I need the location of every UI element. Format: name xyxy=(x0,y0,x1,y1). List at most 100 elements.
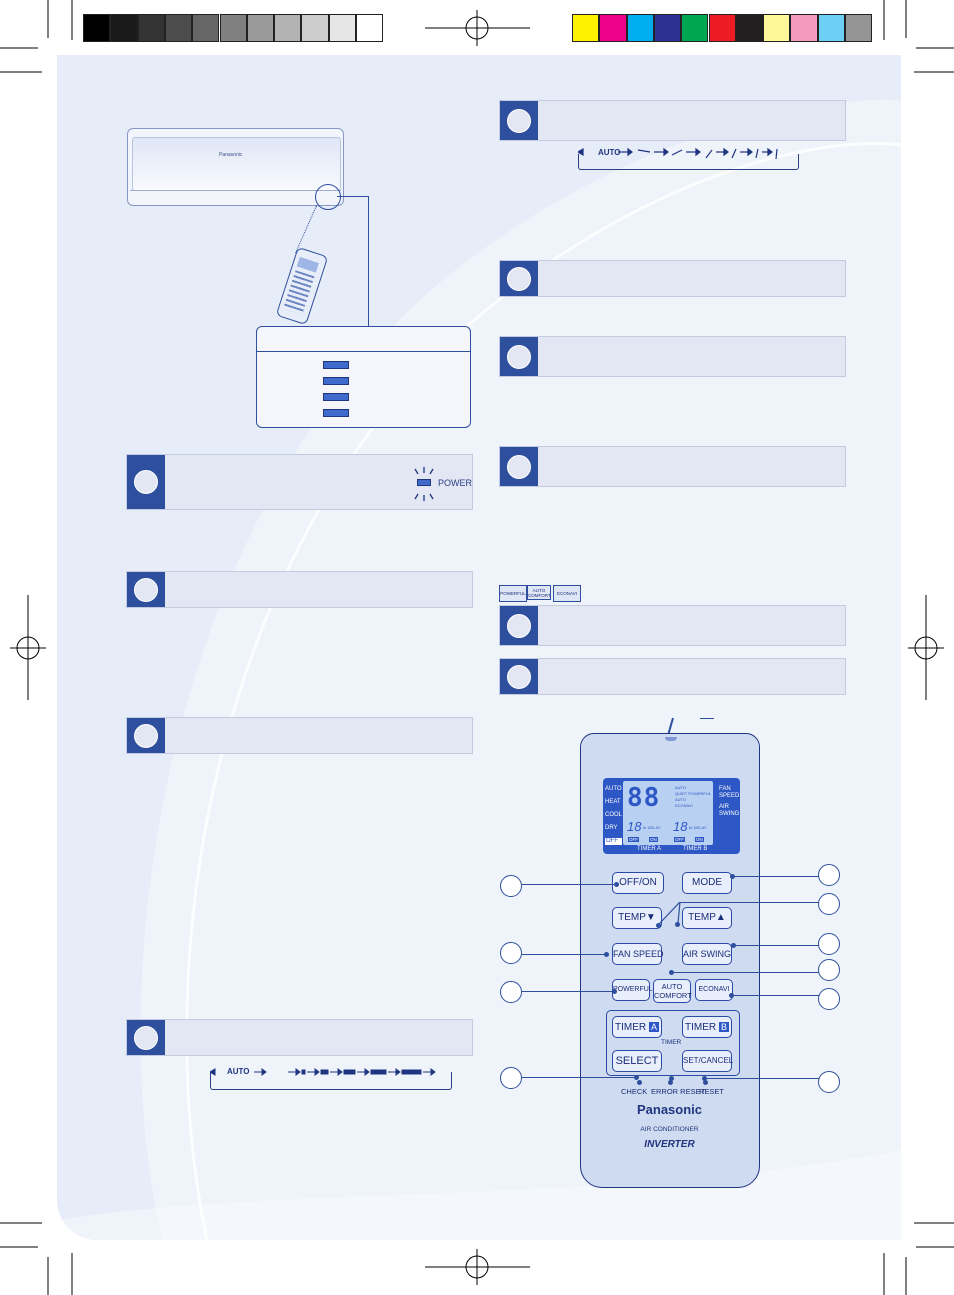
check-label: CHECK xyxy=(621,1087,648,1096)
timer-b-badge: B xyxy=(718,1022,729,1032)
callout-leader xyxy=(680,902,819,904)
lcd-screen: 88 AUTO QUIET POWERFUL AUTO ECONAVI 18 1… xyxy=(623,781,713,845)
lcd-fan-speed-label: FAN SPEED xyxy=(719,786,740,799)
remote-brand-logo: Panasonic xyxy=(636,1102,703,1117)
callout-dot xyxy=(702,1076,707,1081)
color-swatch xyxy=(653,14,682,42)
indoor-unit: Panasonic xyxy=(127,128,344,210)
lcd-air-swing-label: AIR SWING xyxy=(719,804,740,817)
section-header-2 xyxy=(126,571,473,608)
callout-dot xyxy=(656,923,661,928)
lcd-mode-dry: DRY xyxy=(605,825,618,831)
lcd-mode-auto: AUTO xyxy=(605,786,622,792)
color-swatch xyxy=(599,14,627,42)
indicator-lamp xyxy=(323,393,349,401)
mode-button[interactable]: MODE xyxy=(682,872,732,894)
unit-leader-line xyxy=(337,196,369,326)
lcd-econavi: ECONAVI xyxy=(675,803,693,808)
timer-b-button-label: TIMER xyxy=(685,1022,717,1033)
powerful-button[interactable]: POWERFUL xyxy=(612,979,653,1001)
callout-circle xyxy=(818,959,840,981)
power-lamp-icon xyxy=(417,479,431,486)
set-cancel-button[interactable]: SET/CANCEL xyxy=(682,1050,733,1072)
callout-leader xyxy=(735,945,819,947)
indicator-lamp xyxy=(323,409,349,417)
callout-leader xyxy=(522,991,614,993)
fan-speed-button[interactable]: FAN SPEED xyxy=(612,943,664,965)
callout-dot xyxy=(675,922,680,927)
section-header-power: POWER xyxy=(126,454,473,510)
fan-sequence-arrows xyxy=(210,1068,436,1076)
swing-sequence-auto: AUTO xyxy=(598,148,621,157)
feature-icon-auto-comfort: AUTO COMFORT xyxy=(527,585,551,600)
lcd-off-a: OFF xyxy=(628,837,639,842)
feature-icon-powerful: POWERFUL xyxy=(499,585,527,602)
remote-inverter-logo: INVERTER xyxy=(644,1139,695,1150)
temp-up-button[interactable]: TEMP▲ xyxy=(682,907,732,929)
callout-leader xyxy=(672,972,819,974)
auto-comfort-button[interactable]: AUTO COMFORT xyxy=(653,979,692,1003)
lcd-fan-auto: AUTO xyxy=(675,785,687,790)
color-swatch xyxy=(735,14,764,42)
callout-dot xyxy=(669,1076,674,1081)
gray-swatch xyxy=(110,14,138,42)
lcd-on-b: ON xyxy=(695,837,704,842)
air-swing-button[interactable]: AIR SWING xyxy=(682,943,732,965)
lcd-timer-b-value: 18 xyxy=(673,819,688,834)
timer-b-button[interactable]: TIMER B xyxy=(682,1016,732,1038)
section-header-r5 xyxy=(499,605,846,646)
color-swatch xyxy=(708,14,736,42)
callout-leader xyxy=(733,876,819,878)
callout-dot xyxy=(634,1075,639,1080)
callout-leader xyxy=(733,995,819,997)
check-hole[interactable] xyxy=(637,1080,642,1085)
callout-circle xyxy=(818,1071,840,1093)
color-swatch xyxy=(763,14,791,42)
gray-swatch xyxy=(219,14,247,42)
remote-control: AUTO HEAT COOL DRY OFF 88 AUTO QUIET POW… xyxy=(580,733,760,1188)
background-swirl xyxy=(57,55,901,1240)
lcd-timer-b-label: TIMER B xyxy=(683,846,708,852)
section-header-fan-speed xyxy=(126,1019,473,1056)
off-on-button[interactable]: OFF/ON xyxy=(612,872,664,894)
page-sheet xyxy=(57,55,901,1240)
callout-dot xyxy=(731,943,736,948)
error-reset-hole[interactable] xyxy=(668,1080,673,1085)
timer-group xyxy=(606,1010,740,1076)
blink-icon xyxy=(414,467,434,501)
indoor-unit-brand: Panasonic xyxy=(219,152,243,158)
gray-swatch xyxy=(164,14,193,42)
color-swatch xyxy=(626,14,654,42)
econavi-button[interactable]: ECONAVI xyxy=(695,979,733,1001)
indicator-lamp xyxy=(323,377,349,385)
callout-circle xyxy=(500,981,522,1003)
select-button[interactable]: SELECT xyxy=(612,1050,662,1072)
reset-label: RESET xyxy=(699,1087,725,1096)
timer-a-button[interactable]: TIMER A xyxy=(612,1016,662,1038)
temp-down-button[interactable]: TEMP▼ xyxy=(612,907,662,929)
lcd-mode-off: OFF xyxy=(605,838,623,845)
remote-ir-window xyxy=(665,737,677,741)
receiver-circle xyxy=(315,184,341,210)
color-swatch xyxy=(845,14,873,42)
indicator-lamp xyxy=(323,361,349,369)
reset-hole[interactable] xyxy=(703,1080,708,1085)
lcd-delay-b: hr DELAY xyxy=(689,825,707,830)
lcd-off-b: OFF xyxy=(674,837,685,842)
color-swatch xyxy=(790,14,818,42)
remote-lcd: AUTO HEAT COOL DRY OFF 88 AUTO QUIET POW… xyxy=(603,778,740,854)
callout-leader xyxy=(522,1077,637,1079)
power-label: POWER xyxy=(438,478,473,488)
timer-a-badge: A xyxy=(648,1022,659,1032)
callout-circle xyxy=(818,933,840,955)
gray-swatch xyxy=(137,14,165,42)
callout-dot xyxy=(604,952,609,957)
callout-circle xyxy=(500,942,522,964)
lcd-on-a: ON xyxy=(649,837,658,842)
color-swatch xyxy=(681,14,709,42)
error-reset-label: ERROR RESET xyxy=(651,1087,706,1096)
lcd-timer-a-value: 18 xyxy=(627,819,642,834)
lcd-timer-a-label: TIMER A xyxy=(637,846,662,852)
callout-dot xyxy=(612,989,617,994)
